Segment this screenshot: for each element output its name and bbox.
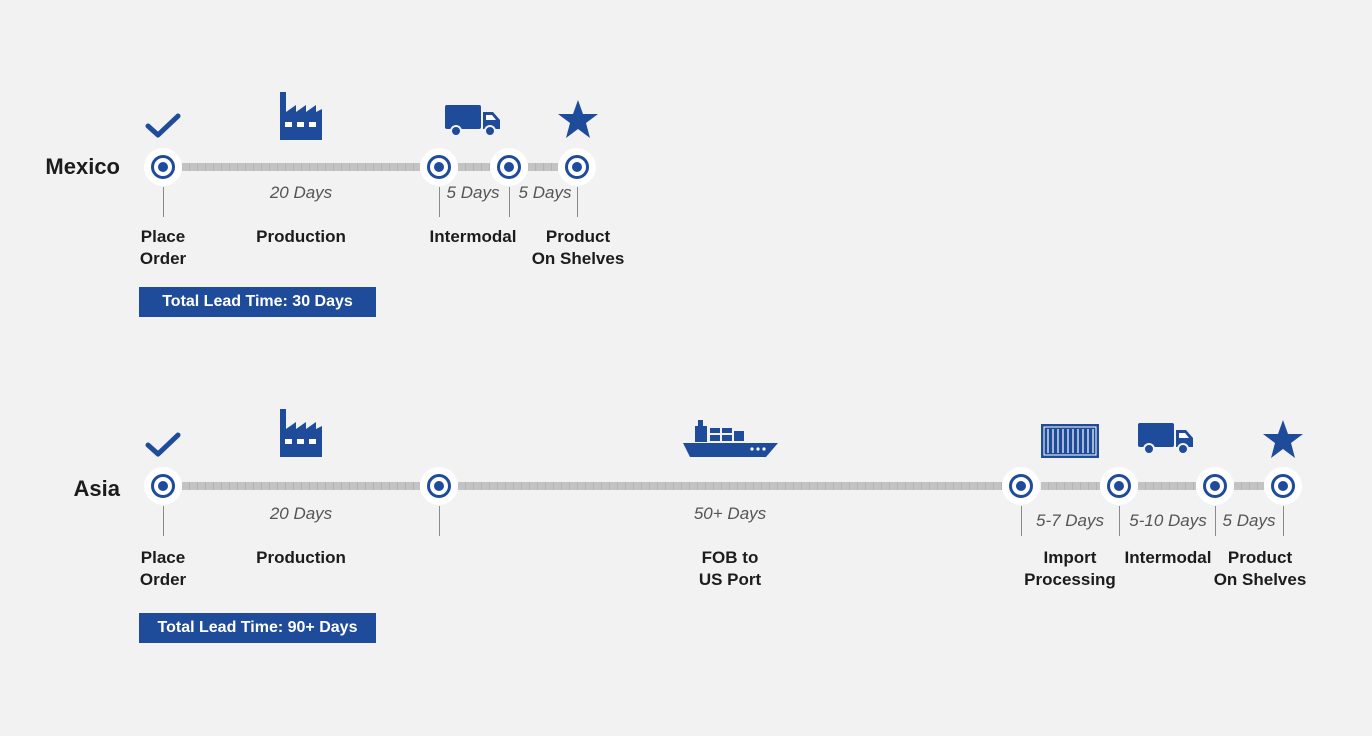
stage-label-intermodal: Intermodal bbox=[1125, 547, 1212, 569]
connector-line bbox=[1021, 506, 1022, 536]
timeline-node bbox=[558, 148, 596, 186]
connector-line bbox=[163, 506, 164, 536]
timeline-node bbox=[420, 148, 458, 186]
stage-label-line: Order bbox=[139, 570, 187, 589]
stage-label-line: Place bbox=[140, 227, 186, 246]
timeline-node bbox=[144, 148, 182, 186]
connector-line bbox=[577, 187, 578, 217]
timeline-node bbox=[144, 467, 182, 505]
duration-label: 20 Days bbox=[269, 183, 333, 202]
truck-icon bbox=[445, 105, 500, 137]
stage-label-intermodal: Intermodal bbox=[430, 226, 517, 248]
track-segment bbox=[182, 482, 420, 490]
duration-label: 5-10 Days bbox=[1129, 511, 1207, 530]
region-label-asia: Asia bbox=[73, 476, 120, 501]
duration-label: 5-7 Days bbox=[1035, 511, 1105, 530]
stage-label-line: Import bbox=[1043, 548, 1097, 567]
stage-label-line: Product bbox=[1227, 548, 1293, 567]
duration-label: 5 Days bbox=[1222, 511, 1276, 530]
duration-label: 20 Days bbox=[269, 504, 333, 523]
stage-label-place-order: Place Order bbox=[140, 226, 186, 270]
stage-label-line: US Port bbox=[698, 570, 762, 589]
shipping-container-icon bbox=[1041, 424, 1099, 458]
timeline-track bbox=[0, 482, 1372, 490]
total-lead-time-badge: Total Lead Time: 30 Days bbox=[139, 287, 376, 317]
connector-line bbox=[163, 187, 164, 217]
track-segment bbox=[528, 163, 558, 171]
timeline-node bbox=[490, 148, 528, 186]
stage-label-line: On Shelves bbox=[1213, 570, 1307, 589]
connector-line bbox=[439, 506, 440, 536]
stage-label-fob-to-us-port: FOB to US Port bbox=[699, 547, 761, 591]
stage-label-production: Production bbox=[256, 226, 346, 248]
stage-label-line: Order bbox=[139, 249, 187, 268]
stage-label-product-on-shelves: Product On Shelves bbox=[532, 226, 625, 270]
duration-label: 50+ Days bbox=[693, 504, 767, 523]
track-segment bbox=[182, 163, 420, 171]
checkmark-icon bbox=[145, 113, 181, 138]
connector-line bbox=[1215, 506, 1216, 536]
timeline-node bbox=[1002, 467, 1040, 505]
stage-label-line: Product bbox=[545, 227, 611, 246]
truck-icon bbox=[1138, 423, 1193, 455]
stage-label-line: On Shelves bbox=[531, 249, 625, 268]
duration-label: 5 Days bbox=[446, 183, 500, 202]
factory-icon bbox=[280, 92, 322, 140]
track-segment bbox=[458, 482, 1002, 490]
connector-line bbox=[1119, 506, 1120, 536]
stage-label-production: Production bbox=[256, 547, 346, 569]
connector-line bbox=[509, 187, 510, 217]
track-segment bbox=[1041, 482, 1100, 490]
connector-line bbox=[439, 187, 440, 217]
total-lead-time-badge: Total Lead Time: 90+ Days bbox=[139, 613, 376, 643]
checkmark-icon bbox=[145, 432, 181, 457]
duration-label: 5 Days bbox=[518, 183, 572, 202]
timeline-node bbox=[1264, 467, 1302, 505]
connector-line bbox=[1283, 506, 1284, 536]
factory-icon bbox=[280, 409, 322, 457]
stage-label-product-on-shelves: Product On Shelves bbox=[1214, 547, 1307, 591]
track-segment bbox=[1234, 482, 1264, 490]
track-segment bbox=[1138, 482, 1196, 490]
stage-label-line: Processing bbox=[1024, 570, 1116, 589]
stage-label-line: Place bbox=[140, 548, 186, 567]
region-label-mexico: Mexico bbox=[45, 154, 120, 179]
timeline-track bbox=[0, 163, 1372, 171]
stage-label-line: Production bbox=[256, 548, 346, 567]
stage-label-line: Intermodal bbox=[1124, 548, 1212, 567]
stage-label-line: Intermodal bbox=[429, 227, 517, 246]
stage-label-line: FOB to bbox=[701, 548, 759, 567]
cargo-ship-icon bbox=[683, 420, 778, 457]
timeline-node bbox=[1196, 467, 1234, 505]
star-icon bbox=[1263, 420, 1303, 458]
timeline-node bbox=[1100, 467, 1138, 505]
star-icon bbox=[558, 100, 598, 138]
stage-label-place-order: Place Order bbox=[140, 547, 186, 591]
track-segment bbox=[458, 163, 490, 171]
timeline-node bbox=[420, 467, 458, 505]
stage-label-line: Production bbox=[256, 227, 346, 246]
stage-label-import-processing: Import Processing bbox=[1024, 547, 1116, 591]
